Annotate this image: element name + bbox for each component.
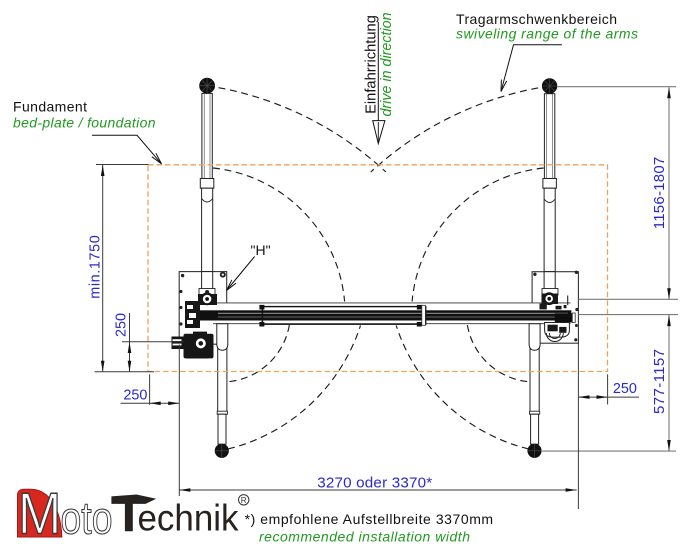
svg-text:250: 250 <box>613 381 637 397</box>
svg-text:1156-1807: 1156-1807 <box>651 157 668 230</box>
svg-text:Fundament: Fundament <box>13 99 87 115</box>
svg-text:bed-plate / foundation: bed-plate / foundation <box>13 115 156 131</box>
svg-text:echnik: echnik <box>138 497 239 539</box>
svg-text:577-1157: 577-1157 <box>651 349 668 414</box>
svg-text:min.1750: min.1750 <box>88 235 104 299</box>
svg-text:*) empfohlene Aufstellbreite 3: *) empfohlene Aufstellbreite 3370mm <box>245 511 494 527</box>
svg-text:R: R <box>241 496 247 505</box>
svg-text:drive in direction: drive in direction <box>379 12 395 116</box>
svg-text:250: 250 <box>114 313 130 337</box>
svg-text:3270 oder 3370*: 3270 oder 3370* <box>317 474 432 491</box>
svg-text:"H": "H" <box>251 242 271 258</box>
svg-text:Tragarmschwenkbereich: Tragarmschwenkbereich <box>456 11 617 27</box>
svg-text:M: M <box>18 482 62 547</box>
svg-text:recommended installation width: recommended installation width <box>259 529 470 545</box>
svg-text:swiveling range of the arms: swiveling range of the arms <box>456 26 638 42</box>
svg-text:oto: oto <box>61 493 113 544</box>
svg-text:Einfahrrichtung: Einfahrrichtung <box>364 15 380 114</box>
svg-text:250: 250 <box>123 388 147 404</box>
